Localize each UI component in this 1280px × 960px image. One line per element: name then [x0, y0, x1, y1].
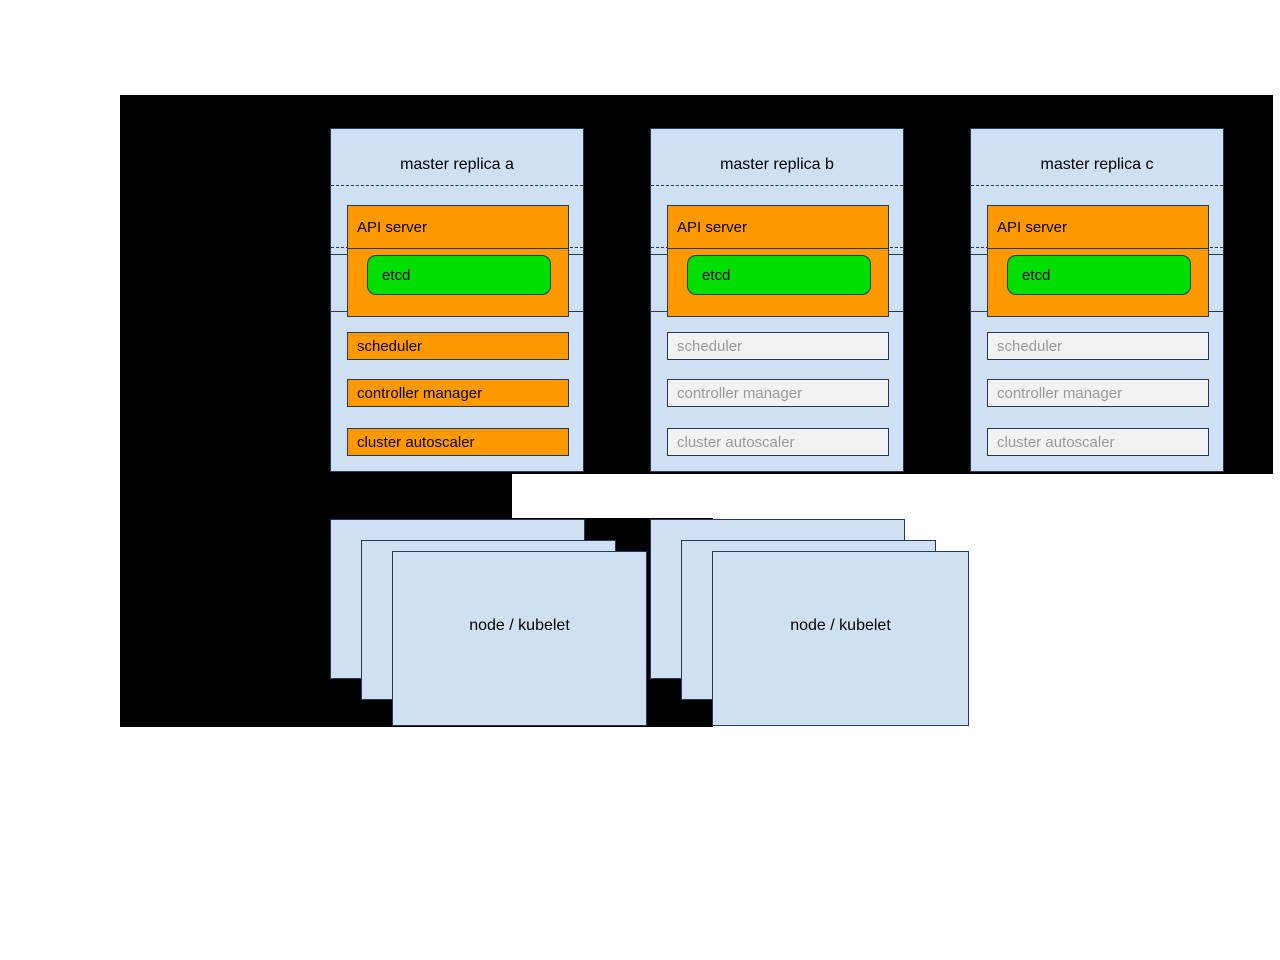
- master-replica-a-title: master replica a: [400, 156, 514, 173]
- replica-a-controller-manager[interactable]: controller manager: [347, 379, 569, 407]
- replica-a-scheduler[interactable]: scheduler: [347, 332, 569, 360]
- master-replica-c[interactable]: master replica c API server etcd schedul…: [970, 128, 1224, 472]
- replica-c-scheduler[interactable]: scheduler: [987, 332, 1209, 360]
- replica-c-api-server[interactable]: API server: [987, 205, 1209, 249]
- master-replica-c-title: master replica c: [1040, 156, 1154, 173]
- replica-b-divider-top: [651, 185, 903, 186]
- replica-c-etcd-label: etcd: [1022, 266, 1051, 284]
- replica-c-controller-manager[interactable]: controller manager: [987, 379, 1209, 407]
- master-replica-b[interactable]: master replica b API server etcd schedul…: [650, 128, 904, 472]
- node-group-1-label: node / kubelet: [469, 617, 570, 634]
- replica-c-controller-manager-label: controller manager: [997, 384, 1123, 402]
- replica-b-etcd[interactable]: etcd: [687, 255, 871, 295]
- master-replica-a[interactable]: master replica a API server etcd schedul…: [330, 128, 584, 472]
- replica-a-api-server[interactable]: API server: [347, 205, 569, 249]
- replica-a-cluster-autoscaler[interactable]: cluster autoscaler: [347, 428, 569, 456]
- replica-a-etcd[interactable]: etcd: [367, 255, 551, 295]
- replica-c-cluster-autoscaler-label: cluster autoscaler: [997, 433, 1115, 451]
- replica-c-etcd[interactable]: etcd: [1007, 255, 1191, 295]
- replica-a-api-server-label: API server: [357, 218, 428, 236]
- replica-a-cluster-autoscaler-label: cluster autoscaler: [357, 433, 475, 451]
- replica-a-divider-top: [331, 185, 583, 186]
- replica-c-api-server-label: API server: [997, 218, 1068, 236]
- replica-b-scheduler-label: scheduler: [677, 337, 743, 355]
- replica-a-scheduler-label: scheduler: [357, 337, 423, 355]
- replica-b-api-server-label: API server: [677, 218, 748, 236]
- replica-b-cluster-autoscaler-label: cluster autoscaler: [677, 433, 795, 451]
- replica-a-etcd-label: etcd: [382, 266, 411, 284]
- node-group-2-label: node / kubelet: [790, 617, 891, 634]
- node-card-front[interactable]: node / kubelet: [392, 551, 647, 726]
- replica-b-scheduler[interactable]: scheduler: [667, 332, 889, 360]
- replica-b-etcd-label: etcd: [702, 266, 731, 284]
- node-card-front[interactable]: node / kubelet: [712, 551, 969, 726]
- backdrop-panel-middle: [120, 474, 512, 518]
- replica-c-cluster-autoscaler[interactable]: cluster autoscaler: [987, 428, 1209, 456]
- replica-b-api-server[interactable]: API server: [667, 205, 889, 249]
- replica-b-cluster-autoscaler[interactable]: cluster autoscaler: [667, 428, 889, 456]
- replica-a-controller-manager-label: controller manager: [357, 384, 483, 402]
- master-replica-b-title: master replica b: [720, 156, 834, 173]
- replica-c-divider-top: [971, 185, 1223, 186]
- replica-b-controller-manager-label: controller manager: [677, 384, 803, 402]
- replica-b-controller-manager[interactable]: controller manager: [667, 379, 889, 407]
- replica-c-scheduler-label: scheduler: [997, 337, 1063, 355]
